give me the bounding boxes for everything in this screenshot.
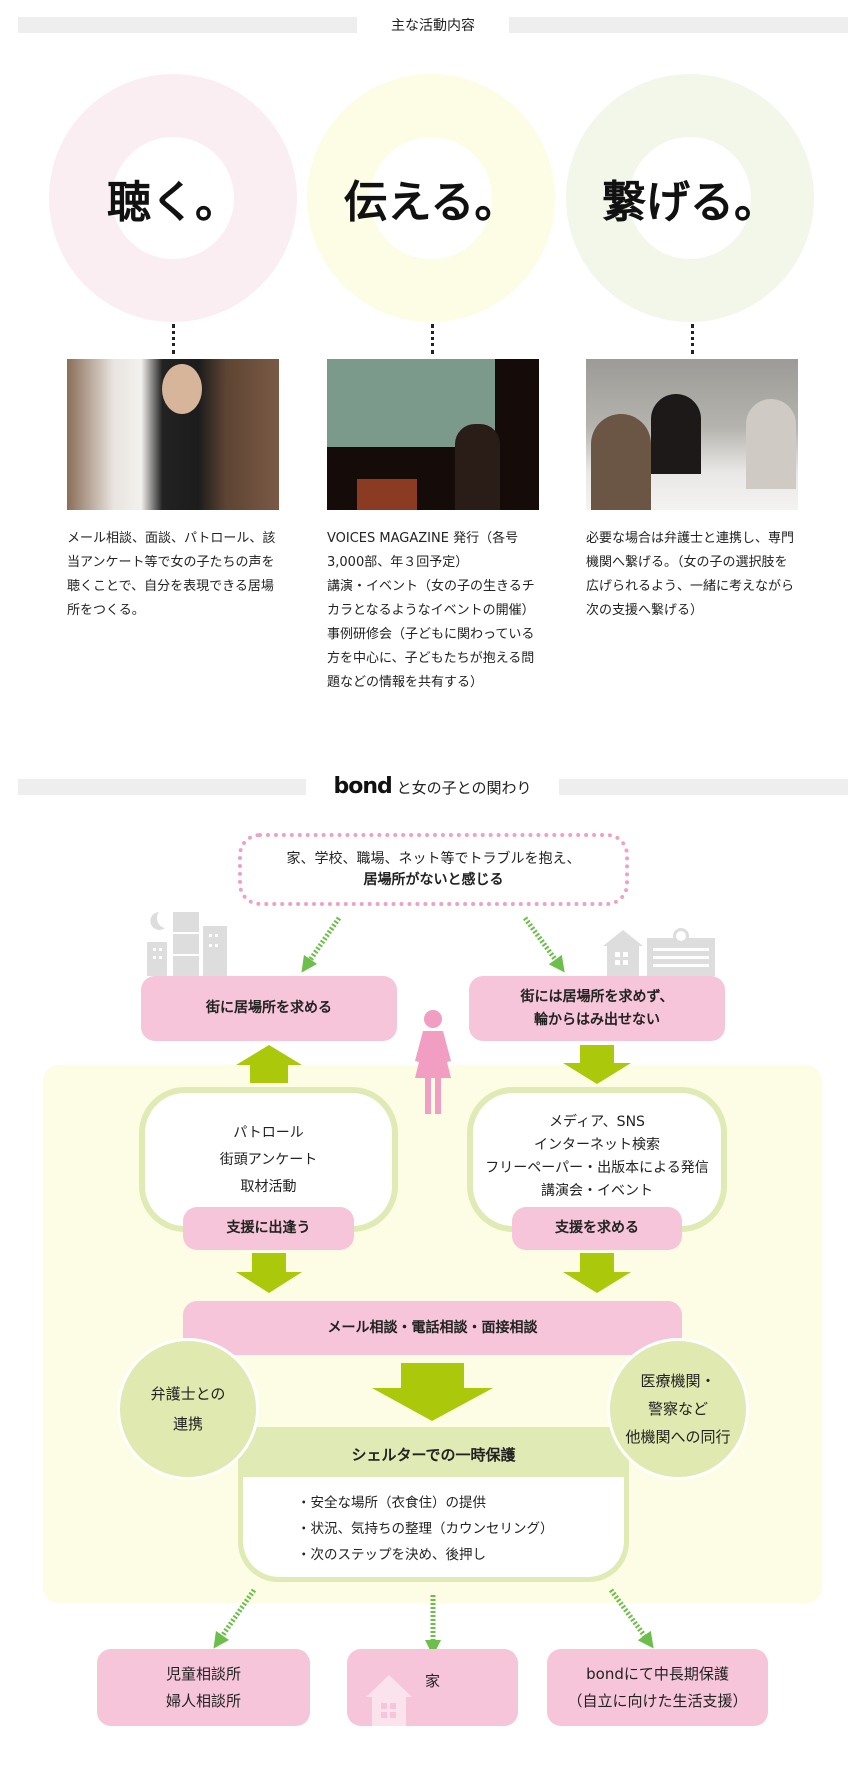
list-item: フリーペーパー・出版本による発信	[485, 1160, 709, 1176]
shelter-title: シェルターでの一時保護	[351, 1446, 516, 1464]
outcome-text: （自立に向けた生活支援）	[567, 1691, 748, 1710]
shelter-item: ・状況、気持ちの整理（カウンセリング）	[297, 1521, 554, 1537]
house-school-icon	[603, 928, 715, 976]
label-text: 支援を求める	[555, 1220, 639, 1236]
bubble-text: 家、学校、職場、ネット等でトラブルを抱え、	[286, 851, 581, 867]
dotted-connector	[691, 324, 694, 354]
dotted-arrow	[301, 916, 342, 973]
section-divider-left	[18, 17, 357, 33]
seeking-methods-box: メディア、SNS インターネット検索 フリーペーパー・出版本による発信 講演会・…	[467, 1087, 727, 1232]
ring-convey: 伝える。	[307, 74, 555, 322]
ring-listen: 聴く。	[49, 74, 297, 322]
cannot-leave-circle-box: 街には居場所を求めず、 輪からはみ出せない	[469, 976, 725, 1041]
outcome-text: 家	[424, 1672, 440, 1690]
circle-text: 医療機関・	[640, 1372, 716, 1390]
list-item: 取材活動	[240, 1179, 297, 1195]
outcome-consultation-centers: 児童相談所 婦人相談所	[97, 1649, 310, 1726]
dotted-arrow	[213, 1588, 257, 1649]
dotted-arrow	[608, 1588, 654, 1649]
heading-convey: 伝える。	[343, 177, 519, 228]
section-divider-right	[509, 17, 848, 33]
shelter-item: ・安全な場所（衣食住）の提供	[297, 1495, 486, 1511]
shelter-list: ・安全な場所（衣食住）の提供 ・状況、気持ちの整理（カウンセリング） ・次のステ…	[243, 1477, 624, 1577]
description-text: 事例研修会（子どもに関わっている方を中心に、子どもたちが抱える問題などの情報を共…	[327, 627, 535, 690]
agency-accompany-circle: 医療機関・ 警察など 他機関への同行	[607, 1338, 749, 1480]
box-text: 街に居場所を求める	[206, 1000, 332, 1016]
description-text: 必要な場合は弁護士と連携し、専門機関へ繋げる。（女の子の選択肢を広げられるよう、…	[586, 531, 795, 618]
arrow-up-icon	[236, 1045, 302, 1083]
consult-text: メール相談・電話相談・面接相談	[327, 1319, 538, 1336]
girl-figure-icon	[415, 1010, 451, 1114]
consultation-bar: メール相談・電話相談・面接相談	[183, 1301, 682, 1355]
shelter-box: シェルターでの一時保護 ・安全な場所（衣食住）の提供 ・状況、気持ちの整理（カウ…	[238, 1427, 629, 1582]
meet-support-label: 支援に出逢う	[183, 1207, 354, 1250]
ring-connect: 繋げる。	[566, 74, 814, 322]
circle-text: 連携	[172, 1415, 203, 1433]
description-text: メール相談、面談、パトロール、該当アンケート等で女の子たちの声を聴くことで、自分…	[67, 531, 276, 618]
dotted-connector	[172, 324, 175, 354]
photo-meeting-table	[586, 359, 798, 510]
box-text: 街には居場所を求めず、	[520, 988, 674, 1005]
activity-description-connect: 必要な場合は弁護士と連携し、専門機関へ繋げる。（女の子の選択肢を広げられるよう、…	[586, 527, 800, 623]
list-item: メディア、SNS	[549, 1114, 645, 1130]
outcome-text: 児童相談所	[165, 1664, 241, 1683]
photo-listening-conversation	[67, 359, 279, 510]
activity-description-convey: VOICES MAGAZINE 発行（各号3,000部、年３回予定） 講演・イベ…	[327, 527, 541, 695]
heading-connect: 繋げる。	[602, 177, 778, 228]
photo-lecture-speaker	[327, 359, 539, 510]
bond-logo: bond	[333, 774, 393, 799]
list-item: 講演会・イベント	[541, 1183, 653, 1199]
circle-text: 警察など	[647, 1400, 708, 1418]
list-item: インターネット検索	[534, 1137, 660, 1153]
city-buildings-icon	[147, 912, 227, 976]
box-text: 輪からはみ出せない	[534, 1011, 660, 1028]
circle-text: 他機関への同行	[625, 1428, 731, 1446]
list-item: 街頭アンケート	[219, 1152, 318, 1168]
arrow-down-icon	[563, 1253, 631, 1293]
section-divider-right	[559, 779, 848, 795]
shelter-item: ・次のステップを決め、後押し	[297, 1547, 486, 1563]
section-title-activities: 主な活動内容	[391, 18, 475, 34]
label-text: 支援に出逢う	[226, 1220, 311, 1236]
relation-title: と女の子との関わり	[396, 779, 532, 797]
outcome-text: bondにて中長期保護	[586, 1664, 729, 1683]
dotted-connector	[431, 324, 434, 354]
dotted-arrow	[522, 916, 565, 973]
outcome-bond-long-term: bondにて中長期保護 （自立に向けた生活支援）	[547, 1649, 768, 1726]
section-divider-left	[18, 779, 306, 795]
bubble-text-bold: 居場所がないと感じる	[363, 872, 504, 888]
arrow-down-icon	[236, 1253, 302, 1293]
seek-support-label: 支援を求める	[512, 1207, 682, 1250]
outcome-home: 家	[347, 1649, 518, 1726]
arrow-down-icon	[563, 1045, 631, 1084]
house-icon	[366, 1675, 412, 1726]
outreach-methods-box: パトロール 街頭アンケート 取材活動	[139, 1087, 398, 1232]
description-text: VOICES MAGAZINE 発行（各号3,000部、年３回予定）	[327, 531, 519, 570]
section-title-relation: bond と女の子との関わり	[306, 774, 559, 799]
arrow-down-large-icon	[372, 1363, 493, 1421]
circle-text: 弁護士との	[150, 1385, 226, 1403]
outcome-text: 婦人相談所	[165, 1691, 241, 1710]
description-text: 講演・イベント（女の子の生きるチカラとなるようなイベントの開催）	[327, 579, 535, 618]
heading-listen: 聴く。	[107, 177, 239, 228]
activity-description-listen: メール相談、面談、パトロール、該当アンケート等で女の子たちの声を聴くことで、自分…	[67, 527, 281, 623]
lawyer-cooperation-circle: 弁護士との 連携	[117, 1338, 259, 1480]
seek-place-in-town-box: 街に居場所を求める	[141, 976, 397, 1041]
list-item: パトロール	[233, 1125, 304, 1141]
situation-bubble: 家、学校、職場、ネット等でトラブルを抱え、 居場所がないと感じる	[238, 833, 629, 906]
